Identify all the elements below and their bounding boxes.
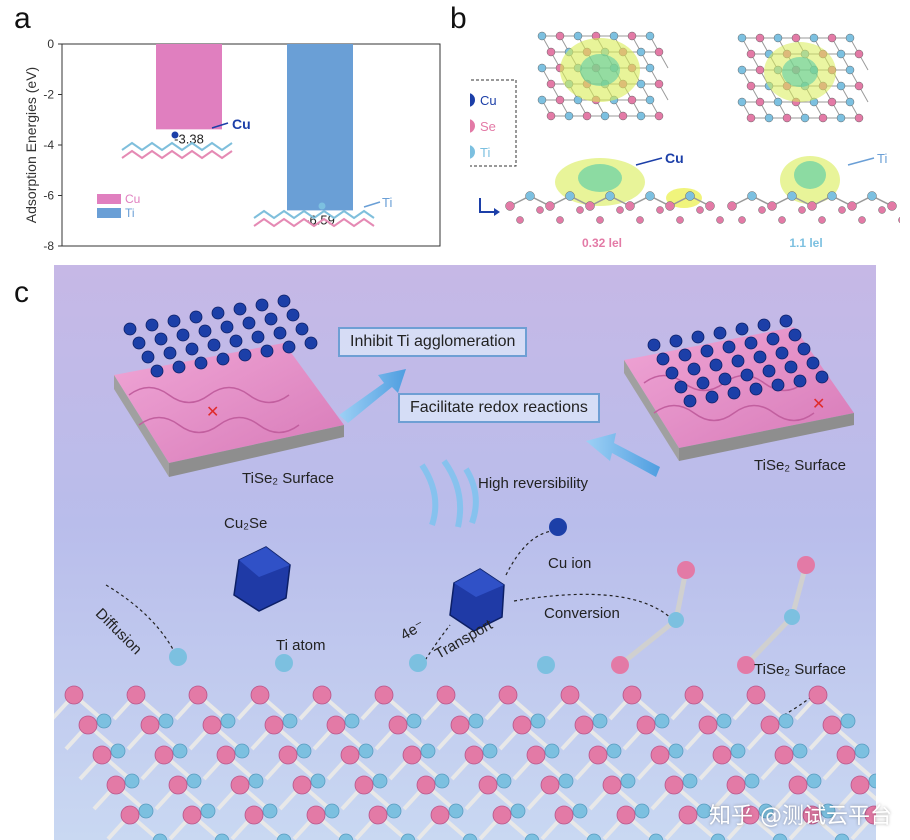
- cu-ion-label: Cu ion: [548, 555, 592, 572]
- tise2-surface-slab-left: ✕: [114, 343, 344, 477]
- legend-swatch-cu: [97, 194, 121, 204]
- ti-side-view: [727, 156, 900, 224]
- cu-side-view: [505, 158, 724, 224]
- element-legend-box: [470, 79, 517, 167]
- ti-arrow-label: Ti: [877, 151, 887, 166]
- y-tick-label: 0: [47, 37, 54, 51]
- inhibit-agglomeration-box: Inhibit Ti agglomeration: [338, 327, 528, 357]
- svg-text:✕: ✕: [206, 404, 219, 421]
- legend-atom-label: Ti: [480, 145, 490, 160]
- ti-atom: [275, 654, 293, 672]
- tise2-bottom-lattice: [54, 685, 876, 840]
- cu-pointer-arrow: [635, 157, 663, 166]
- tise2-surface-label-right: TiSe₂ Surface: [754, 457, 846, 474]
- plot-frame: [61, 43, 441, 247]
- ti-atom-label: Ti atom: [276, 637, 326, 654]
- cu-atoms-right: [647, 314, 829, 408]
- bar-value-label: -3.38: [174, 131, 204, 146]
- y-tick-label: -2: [43, 88, 54, 102]
- legend-label-ti: Ti: [125, 206, 135, 220]
- panel-label-a: a: [14, 2, 31, 35]
- cu-arrow-label: Cu: [665, 150, 684, 166]
- watermark: 知乎 @测试云平台: [709, 804, 892, 829]
- conversion-path: [513, 593, 675, 622]
- ti-pointer-arrow: [847, 157, 875, 166]
- arrow-from-right-slab-icon: [586, 433, 660, 477]
- transport-path: [421, 624, 451, 666]
- mechanism-schematic: ✕ ✕: [54, 265, 876, 840]
- facilitate-redox-box: Facilitate redox reactions: [398, 393, 600, 423]
- panel-label-c: c: [14, 276, 29, 309]
- ti-charge-value: 1.1 lel: [789, 236, 822, 250]
- arrow-to-inhibit-icon: [339, 369, 406, 423]
- legend-atom-label: Cu: [480, 93, 497, 108]
- cu-charge-value: 0.32 lel: [582, 236, 622, 250]
- y-tick-label: -4: [43, 138, 54, 152]
- tise2-surface-label-bottom: TiSe₂ Surface: [754, 661, 846, 678]
- reversibility-arrows-icon: [419, 459, 479, 528]
- legend-swatch-ti: [97, 208, 121, 218]
- tise2-surface-label-left: TiSe₂ Surface: [242, 470, 334, 487]
- ti-adsorbed-structure-icon: [253, 201, 381, 228]
- ti-atom-diffusing: [169, 648, 187, 666]
- ti-structure-label: Ti: [382, 195, 392, 210]
- adsorption-energy-chart: Adsorption Energies (eV) 0 -2 -4 -6 -8 -3.38…: [23, 37, 441, 253]
- legend-atom-ti: [470, 145, 475, 159]
- conversion-label: Conversion: [544, 605, 620, 622]
- cu-adsorbed-structure-icon: [121, 122, 233, 160]
- y-tick-label: -6: [43, 189, 54, 203]
- bar-cu: [156, 44, 222, 130]
- high-reversibility-label: High reversibility: [478, 475, 589, 492]
- cu2se-label: Cu₂Se: [224, 515, 268, 532]
- legend-atom-label: Se: [480, 119, 496, 134]
- bar-ti: [287, 44, 353, 211]
- panel-label-b: b: [450, 2, 467, 35]
- legend-atom-se: [470, 119, 475, 133]
- svg-text:✕: ✕: [812, 396, 825, 413]
- ti-atom-transport: [409, 654, 427, 672]
- axis-arrow-icon: [479, 198, 498, 213]
- y-tick-label: -8: [43, 239, 54, 253]
- y-axis-label: Adsorption Energies (eV): [23, 67, 39, 223]
- schematic-illustration: ✕ ✕: [54, 265, 876, 840]
- cu-structure-label: Cu: [232, 116, 251, 132]
- legend-atom-cu: [470, 93, 475, 107]
- legend-label-cu: Cu: [125, 192, 140, 206]
- cu-ion-atom: [549, 518, 567, 536]
- ti-atom-free: [537, 656, 555, 674]
- cu-atoms-left: [123, 294, 318, 378]
- diffusion-path: [105, 584, 177, 656]
